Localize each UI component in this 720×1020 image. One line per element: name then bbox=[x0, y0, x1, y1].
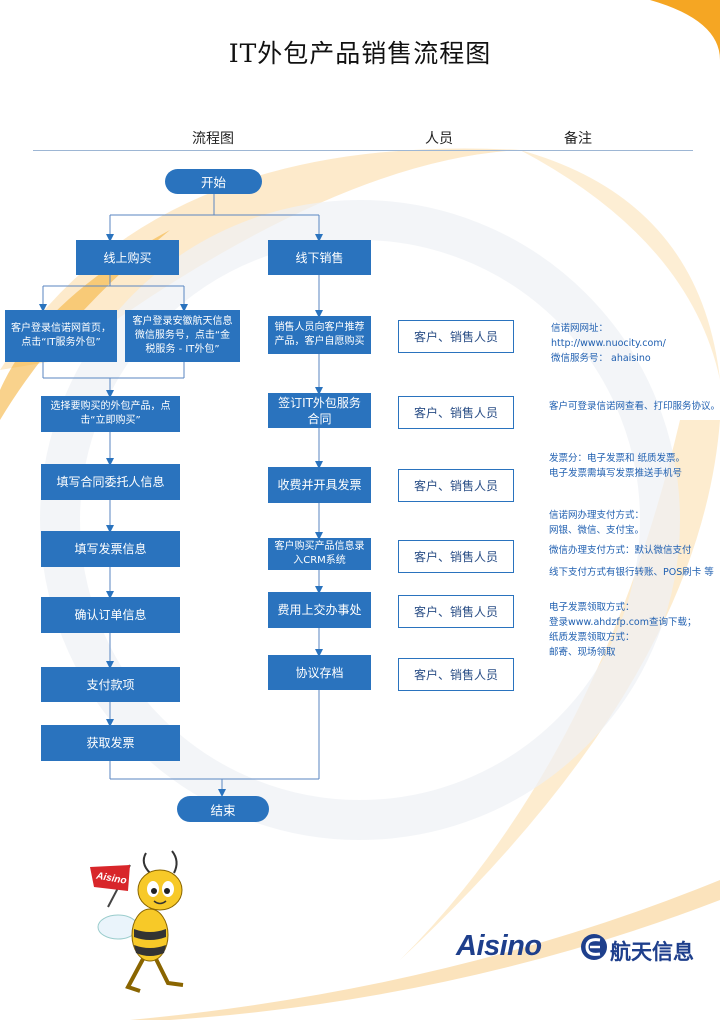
people-box: 客户、销售人员 bbox=[398, 595, 514, 628]
people-box: 客户、销售人员 bbox=[398, 469, 514, 502]
note-invoice-pickup: 电子发票领取方式：登录www.ahdzfp.com查询下载；纸质发票领取方式：邮… bbox=[549, 602, 697, 658]
note-online-payment: 信诺网办理支付方式：网银、微信、支付宝。 bbox=[549, 510, 645, 536]
header-flow: 流程图 bbox=[192, 131, 234, 147]
start-node: 开始 bbox=[165, 169, 262, 194]
choose-product-box: 选择要购买的外包产品，点击“立即购买” bbox=[41, 396, 180, 432]
fill-contract-box: 填写合同委托人信息 bbox=[41, 464, 180, 500]
end-node: 结束 bbox=[177, 796, 269, 822]
recommend-box: 销售人员向客户推荐产品，客户自愿购买 bbox=[268, 316, 371, 354]
header-people: 人员 bbox=[425, 131, 453, 147]
crm-entry-box: 客户购买产品信息录入CRM系统 bbox=[268, 538, 371, 570]
people-box: 客户、销售人员 bbox=[398, 540, 514, 573]
wechat-login-box: 客户登录安徽航天信息微信服务号，点击“金税服务 - IT外包” bbox=[125, 310, 240, 362]
header-notes: 备注 bbox=[564, 131, 592, 147]
note-invoice-types: 发票分：电子发票和 纸质发票。电子发票需填写发票推送手机号 bbox=[549, 453, 686, 479]
svg-text:Aisino: Aisino bbox=[94, 870, 127, 886]
fill-invoice-box: 填写发票信息 bbox=[41, 531, 180, 567]
pay-box: 支付款项 bbox=[41, 667, 180, 702]
collect-fee-box: 收费并开具发票 bbox=[268, 467, 371, 503]
people-box: 客户、销售人员 bbox=[398, 396, 514, 429]
note-website: 信诺网网址：http://www.nuocity.com/微信服务号： ahai… bbox=[551, 323, 666, 364]
aisino-logo-chinese: 航天信息 bbox=[610, 940, 694, 964]
offline-sales-box: 线下销售 bbox=[268, 240, 371, 275]
aisino-logo-icon bbox=[581, 934, 607, 960]
note-contract: 客户可登录信诺网查看、打印服务协议。 bbox=[549, 401, 720, 412]
get-invoice-box: 获取发票 bbox=[41, 725, 180, 761]
confirm-order-box: 确认订单信息 bbox=[41, 597, 180, 633]
people-box: 客户、销售人员 bbox=[398, 320, 514, 353]
archive-box: 协议存档 bbox=[268, 655, 371, 690]
header-divider bbox=[33, 150, 693, 151]
note-wechat-payment: 微信办理支付方式：默认微信支付 bbox=[549, 545, 692, 556]
hand-in-fee-box: 费用上交办事处 bbox=[268, 592, 371, 628]
web-login-box: 客户登录信诺网首页，点击“IT服务外包” bbox=[5, 310, 117, 362]
note-offline-payment: 线下支付方式有银行转账、POS刷卡 等 bbox=[549, 567, 714, 578]
bee-mascot: Aisino bbox=[90, 850, 184, 993]
online-purchase-box: 线上购买 bbox=[76, 240, 179, 275]
people-box: 客户、销售人员 bbox=[398, 658, 514, 691]
aisino-logo-text: Aisino bbox=[456, 930, 542, 962]
page-title: IT外包产品销售流程图 bbox=[228, 39, 492, 68]
sign-contract-box: 签订IT外包服务合同 bbox=[268, 393, 371, 428]
